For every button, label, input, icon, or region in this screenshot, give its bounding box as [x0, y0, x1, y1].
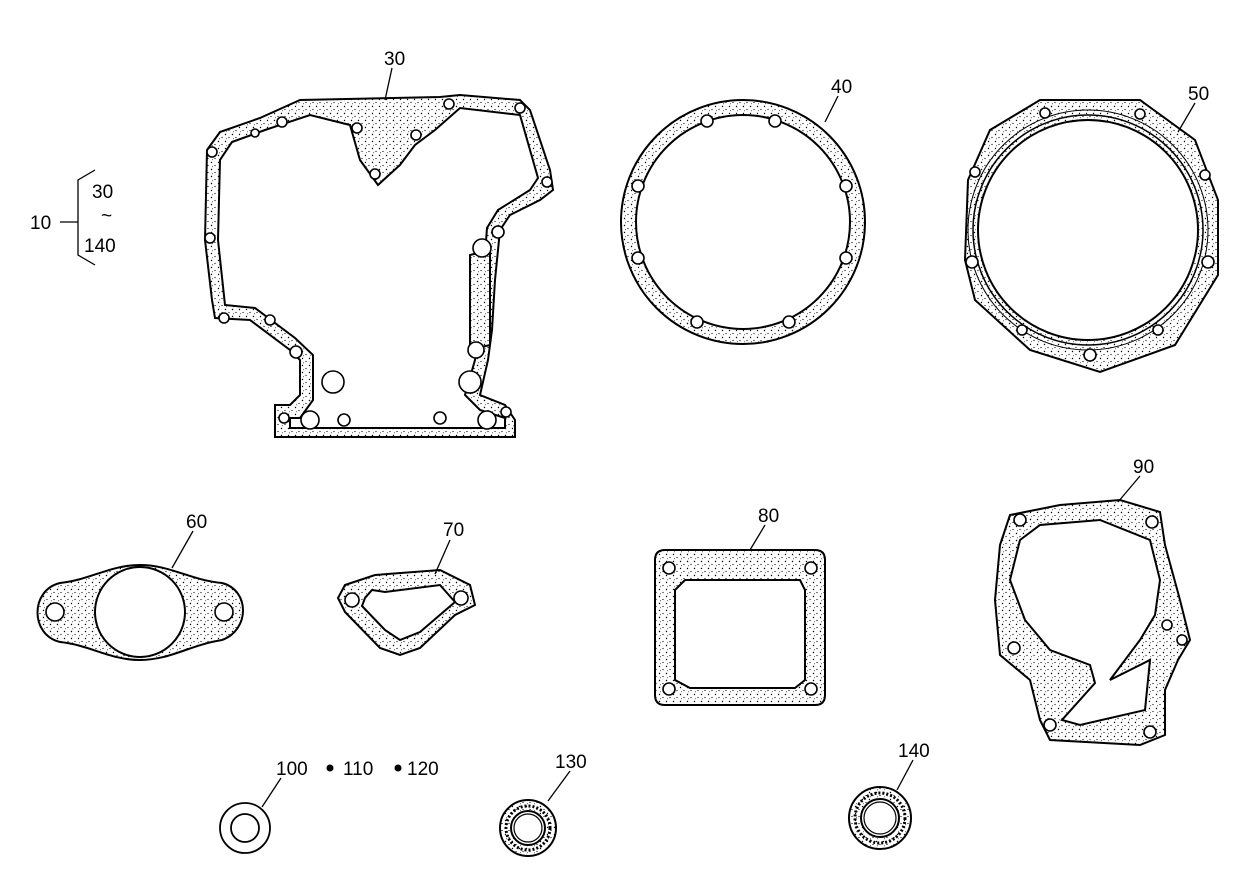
washer-100: 100 [219, 759, 308, 854]
assembly-range-tilde: ~ [101, 206, 112, 227]
part-label-50: 50 [1188, 84, 1209, 105]
separator-dot [394, 764, 402, 772]
assembly-range-start: 30 [92, 182, 113, 203]
part-label-90: 90 [1133, 457, 1154, 478]
part-label-30: 30 [384, 49, 405, 70]
gasket-60: 60 [36, 512, 244, 662]
part-label-40: 40 [831, 77, 852, 98]
gasket-90: 90 [993, 457, 1192, 747]
oil-seal-140: 140 [848, 741, 930, 850]
part-label-80: 80 [758, 506, 779, 527]
gasket-30: 30 [203, 49, 555, 438]
part-label-130: 130 [555, 752, 587, 773]
gasket-80: 80 [654, 506, 826, 706]
assembly-range-end: 140 [84, 236, 116, 257]
part-label-60: 60 [186, 512, 207, 533]
separator-dot [326, 764, 334, 772]
gasket-40: 40 [619, 77, 867, 345]
part-label-100: 100 [276, 759, 308, 780]
part-label-70: 70 [443, 520, 464, 541]
part-label-120: 120 [407, 759, 439, 780]
gasket-50: 50 [963, 84, 1219, 374]
assembly-label: 10 [30, 213, 51, 234]
oil-seal-130: 130 [499, 752, 587, 857]
assembly-bracket: 10 30 ~ 140 [30, 169, 116, 266]
part-label-110: 110 [343, 759, 373, 780]
part-label-140: 140 [898, 741, 930, 762]
gasket-70: 70 [336, 520, 477, 657]
